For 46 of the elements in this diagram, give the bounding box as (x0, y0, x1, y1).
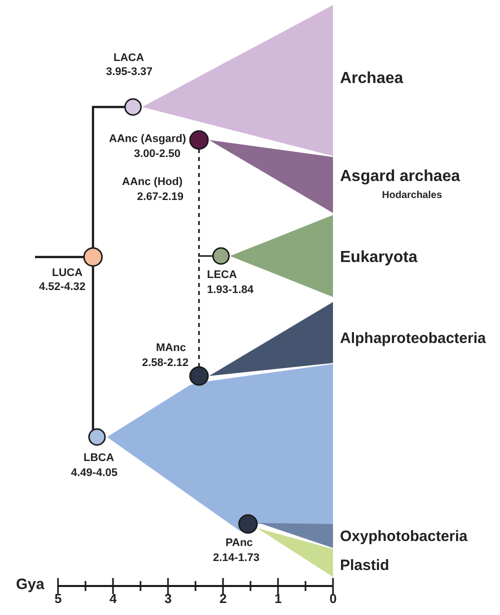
clade-label: Asgard archaea (340, 168, 460, 186)
clade-label: Eukaryota (340, 249, 418, 268)
clade-wedge (259, 523, 333, 548)
clade-label: Oxyphotobacteria (340, 528, 468, 546)
ancestor-node-circle (83, 247, 103, 267)
ancestor-label: LECA (207, 269, 237, 282)
dashed-connector (198, 255, 213, 367)
age-range-label: 3.00-2.50 (134, 148, 180, 161)
ancestor-label: AAnc (Asgard) (109, 133, 186, 146)
age-range-label: 4.52-4.32 (39, 281, 86, 294)
age-range-label: 2.14-1.73 (213, 552, 260, 565)
tree-branch (92, 106, 125, 248)
ancestor-label: LUCA (52, 267, 83, 280)
ancestor-node-circle (189, 366, 209, 386)
tree-branch (92, 266, 94, 430)
age-range-label: 1.93-1.84 (207, 284, 254, 297)
axis-tick-label: 4 (110, 592, 117, 607)
clade-label: Plastid (340, 557, 390, 574)
ancestor-node-circle (124, 98, 142, 116)
axis-tick-label: 5 (54, 592, 62, 607)
ancestor-node-circle (238, 514, 258, 534)
ancestor-label: MAnc (156, 342, 186, 355)
axis-tick-label: 1 (274, 592, 282, 607)
dashed-connector (198, 149, 213, 257)
ancestor-node-circle (189, 130, 209, 150)
clade-wedge (209, 140, 333, 213)
ancestor-label: LACA (114, 52, 144, 65)
age-range-label: 2.67-2.19 (137, 191, 184, 204)
subgroup-label: Hodarchales (382, 190, 442, 202)
age-range-label: 2.58-2.12 (142, 357, 188, 370)
clade-label: Archaea (340, 70, 404, 88)
clade-wedge (257, 528, 333, 577)
clade-label: Alphaproteobacteria (340, 330, 486, 348)
axis-tick-label: 3 (164, 592, 172, 607)
axis-unit-label: Gya (16, 576, 44, 594)
ancestor-label: PAnc (226, 537, 253, 550)
ancestor-label: AAnc (Hod) (122, 176, 182, 189)
axis-tick-label: 0 (330, 592, 337, 607)
tree-branch (35, 256, 84, 258)
axis-tick-label: 2 (220, 592, 227, 607)
age-range-label: 4.49-4.05 (71, 467, 118, 480)
ancestor-node-circle (88, 428, 106, 446)
ancestor-label: LBCA (84, 452, 114, 465)
age-range-label: 3.95-3.37 (106, 66, 152, 79)
clade-wedge (209, 302, 333, 376)
ancestor-node-circle (212, 247, 230, 265)
